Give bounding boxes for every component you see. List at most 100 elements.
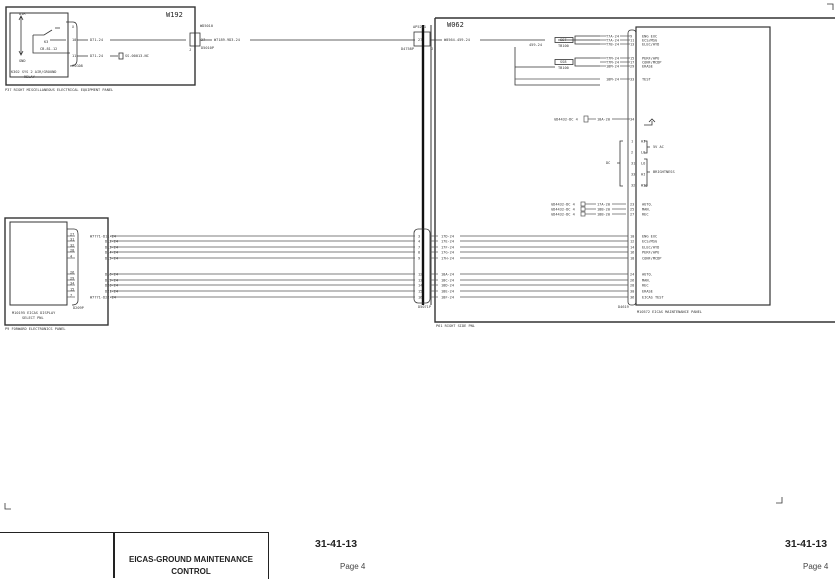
title-block (0, 532, 269, 579)
pin-label: 31 (70, 238, 74, 242)
wire-label: D19-24 (105, 278, 118, 282)
wire-label: 18M-24 (606, 77, 619, 81)
pin-label: 26 (630, 278, 634, 282)
pin-label: 29 (70, 277, 74, 281)
wire-label: 18D-24 (441, 283, 454, 287)
pin-label: 10 (72, 38, 76, 42)
pin-label: 27 (70, 233, 74, 237)
signal-label: PERF/APU (642, 56, 659, 60)
pin-label: 30 (630, 289, 634, 293)
signal-label: AUTO. (642, 202, 653, 206)
air-ground-arrow (18, 15, 24, 56)
wire-label: D14-24 (105, 250, 118, 254)
wire-label: D71-24 (90, 38, 103, 42)
gnd-label: GND (19, 59, 26, 63)
pin-label: 15 (630, 56, 634, 60)
brace-label: BRIGHTNESS (653, 170, 675, 174)
signal-label: PERF/APU (642, 250, 659, 254)
air-label: AIR (19, 12, 26, 16)
relay-connector (66, 21, 78, 67)
connector-sub-label: D209P (73, 306, 84, 310)
wire-label: T7M-24 (606, 60, 619, 64)
relay-box (9, 12, 69, 78)
connector-sub-label: D5071P (418, 305, 431, 309)
connector-label: WD5010 (200, 24, 213, 28)
pin-label: 33 (630, 77, 634, 81)
pin-label: 12 (630, 239, 634, 243)
document-title-2: CONTROL (171, 567, 211, 576)
maintenance-panel-box (635, 26, 771, 306)
relay-k-label: K3 (44, 40, 48, 44)
crop-mark (4, 503, 11, 510)
page-number-right: Page 4 (803, 562, 829, 571)
signal-label: ENG EXC (642, 34, 657, 38)
connector-d5010 (189, 32, 201, 47)
pin-label: 31 (631, 161, 635, 165)
ground-terminal-icon (580, 206, 586, 212)
pin-label: 23 (630, 202, 634, 206)
w192-label: W192 (166, 11, 183, 19)
pin-label: 7 (418, 245, 420, 249)
pin-label: 34 (70, 282, 74, 286)
wire-label: 18B-20 (597, 207, 610, 211)
signal-label: AUTO. (642, 272, 653, 276)
relay-contact (32, 27, 70, 54)
wire-label: 459-24 (529, 43, 542, 47)
wire-label: T7A-24 (606, 38, 619, 42)
crop-mark (827, 3, 834, 10)
document-title: EICAS-GROUND MAINTENANCE (129, 555, 253, 564)
pin-label: 24 (630, 272, 634, 276)
wire-label: 18F-24 (441, 295, 454, 299)
wire-label: D12-24 (105, 239, 118, 243)
ground-source-label: GD4432-DC 4 (551, 212, 575, 216)
j-label: J (189, 48, 191, 52)
pin-label: 17 (630, 60, 634, 64)
pin-label: 32 (631, 183, 635, 187)
splice-label: SS8 (560, 60, 567, 64)
splice-sub-label: TB100 (558, 44, 569, 48)
maintenance-panel-label: M10572 EICAS MAINTENANCE PANEL (637, 310, 702, 314)
splice-ss8 (554, 59, 574, 65)
signal-label: LO (641, 150, 645, 154)
signal-label: ECS/MSG (642, 38, 657, 42)
brace-label: 5V AC (653, 145, 664, 149)
dc-label: DC (606, 161, 610, 165)
wire-label: D16-24 (105, 272, 118, 276)
splice-icon (118, 52, 124, 60)
pin-label: 14 (418, 283, 422, 287)
connector-sub-label: D5010P (201, 46, 214, 50)
p61-panel-frame (434, 17, 835, 323)
wire-label: D20-24 (105, 283, 118, 287)
wire-label: 17G-24 (441, 250, 454, 254)
ground-source-label: GD4432-DC 4 (551, 202, 575, 206)
pin-label: 26 (70, 271, 74, 275)
pin-label: 9 (418, 256, 420, 260)
wire-label: 17E-24 (441, 239, 454, 243)
pin-label: 2 (631, 150, 633, 154)
ground-source-label: GD4432-DC 4 (554, 117, 578, 121)
ground-terminal-icon (583, 115, 589, 123)
relay-name: K302 SYS 2 AIR/GROUND (11, 70, 56, 74)
doc-code-left: 31-41-13 (315, 538, 358, 550)
wire-label: D21-24 (105, 289, 118, 293)
pin-label: 8 (418, 250, 420, 254)
pin-label: 4 (70, 255, 72, 259)
connector-sub-label: D4758P (401, 47, 414, 51)
wire-label: 18M-24 (606, 64, 619, 68)
ground-source-label: GD4432-DC 4 (551, 207, 575, 211)
signal-label: ENG EXC (642, 234, 657, 238)
pin-label: 25 (630, 207, 634, 211)
pin-label: 27 (630, 212, 634, 216)
pin-label: 11 (630, 38, 634, 42)
pin-label: 4 (418, 239, 420, 243)
wire-label: 17D-24 (441, 234, 454, 238)
title-block-divider (113, 532, 115, 578)
page-number-left: Page 4 (340, 562, 366, 571)
wire-label: T7B-24 (606, 42, 619, 46)
connector-d5071p (413, 228, 431, 304)
pin-label: 14 (630, 245, 634, 249)
wire-label: W7189-9D3-24 (214, 38, 240, 42)
wire-label: 18A-24 (441, 272, 454, 276)
signal-label: ERASE (642, 64, 653, 68)
p9-panel-label: P9 FORWARD ELECTRONICS PANEL (5, 327, 66, 331)
